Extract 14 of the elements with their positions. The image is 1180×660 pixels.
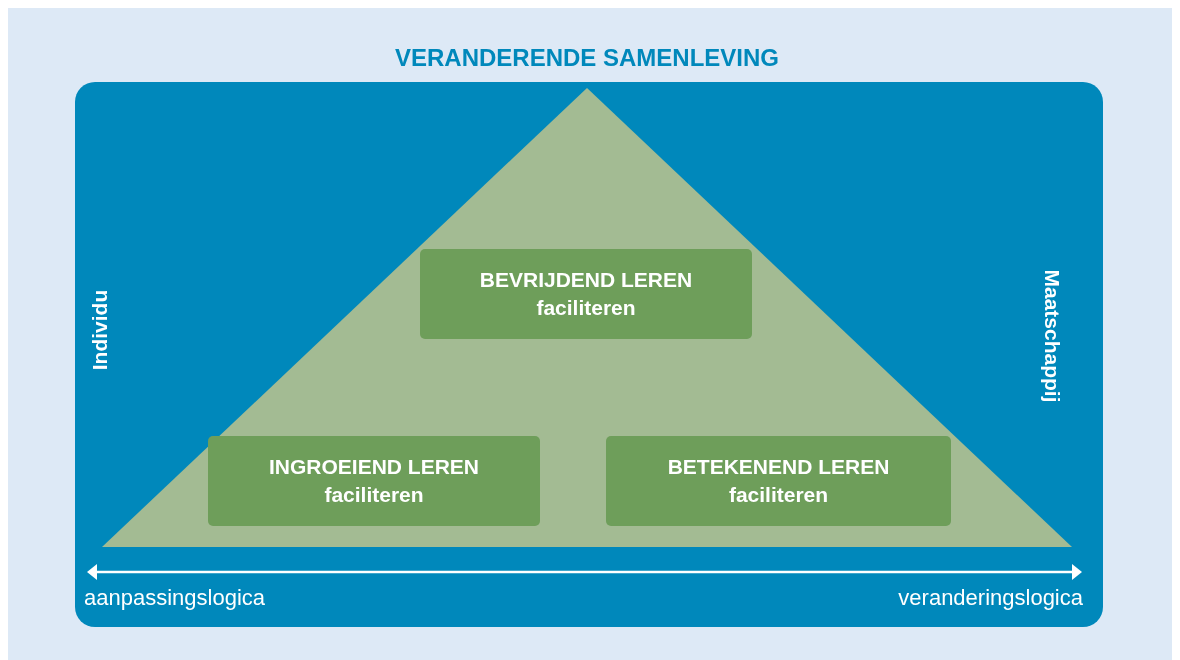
box-heading: BETEKENEND LEREN bbox=[667, 454, 890, 480]
box-subtitle: faciliteren bbox=[536, 295, 636, 321]
box-heading: INGROEIEND LEREN bbox=[269, 454, 479, 480]
label-box bbox=[606, 436, 951, 526]
box-subtitle: faciliteren bbox=[324, 482, 424, 508]
label-box bbox=[208, 436, 540, 526]
title: VERANDERENDE SAMENLEVING bbox=[395, 44, 779, 72]
axis-label: veranderingslogica bbox=[898, 585, 1083, 611]
box-subtitle: faciliteren bbox=[728, 482, 829, 508]
side-label: Maatschappij bbox=[1040, 269, 1064, 403]
axis-label: aanpassingslogica bbox=[84, 585, 266, 611]
label-box bbox=[420, 249, 752, 339]
side-label: Individu bbox=[88, 289, 112, 371]
box-heading: BEVRIJDEND LEREN bbox=[479, 267, 693, 293]
